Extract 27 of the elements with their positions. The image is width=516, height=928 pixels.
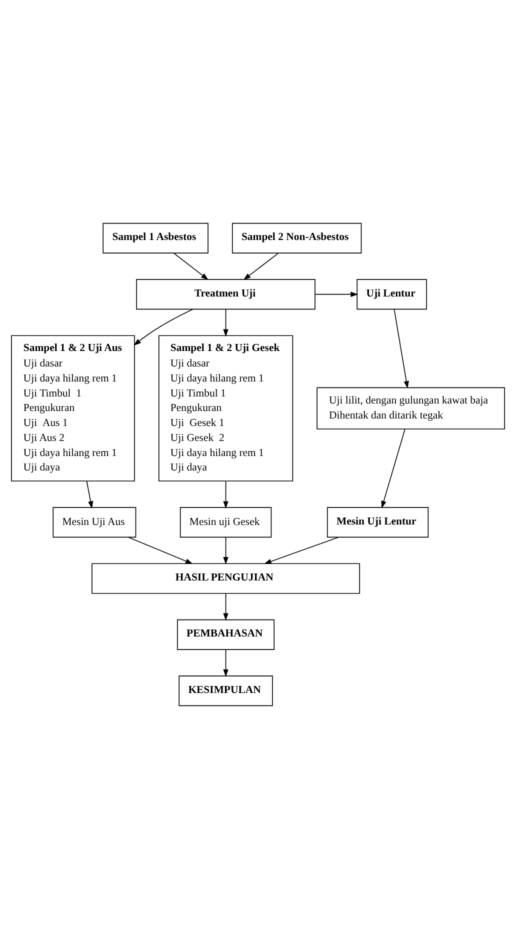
arrow — [174, 252, 208, 280]
arrow — [223, 480, 228, 508]
node-box: Sampel 1 & 2 Uji Gesek Uji dasar Uji daya hilang rem 1 Uji Timbul 1 Pengukuran Uji Gesek 1 Uji Gesek 2 Uji daya hilang rem 1 Uji daya — [158, 334, 294, 481]
node-box: Mesin uji Gesek — [180, 506, 272, 538]
node-box: Sampel 1 Asbestos — [102, 222, 208, 253]
arrow — [86, 480, 94, 508]
arrow — [314, 291, 358, 296]
arrow — [223, 308, 228, 336]
arrow — [223, 592, 228, 620]
arrow — [381, 428, 406, 508]
arrow — [223, 536, 228, 564]
node-box: Mesin Uji Aus — [52, 506, 136, 538]
node-box: PEMBAHASAN — [177, 618, 275, 650]
arrow — [128, 536, 193, 564]
arrow — [134, 308, 194, 346]
node-box: HASIL PENGUJIAN — [92, 562, 360, 594]
node-box: KESIMPULAN — [178, 675, 273, 706]
node-box: Uji Lentur — [356, 278, 427, 310]
arrow — [394, 308, 409, 388]
node-box: Mesin Uji Lentur — [326, 506, 429, 538]
node-box: Treatmen Uji — [136, 278, 316, 310]
arrow — [223, 648, 228, 676]
arrow — [243, 252, 279, 280]
arrow — [264, 536, 339, 564]
node-box: Sampel 1 & 2 Uji Aus Uji dasar Uji daya hilang rem 1 Uji Timbul 1 Pengukuran Uji Aus 1 Uji Aus 2 Uji daya hilang rem 1 Uji daya — [11, 334, 135, 481]
node-box: Sampel 2 Non-Asbestos — [232, 222, 362, 253]
node-box: Uji lilit, dengan gulungan kawat baja Dihentak dan ditarik tegak — [316, 386, 505, 429]
